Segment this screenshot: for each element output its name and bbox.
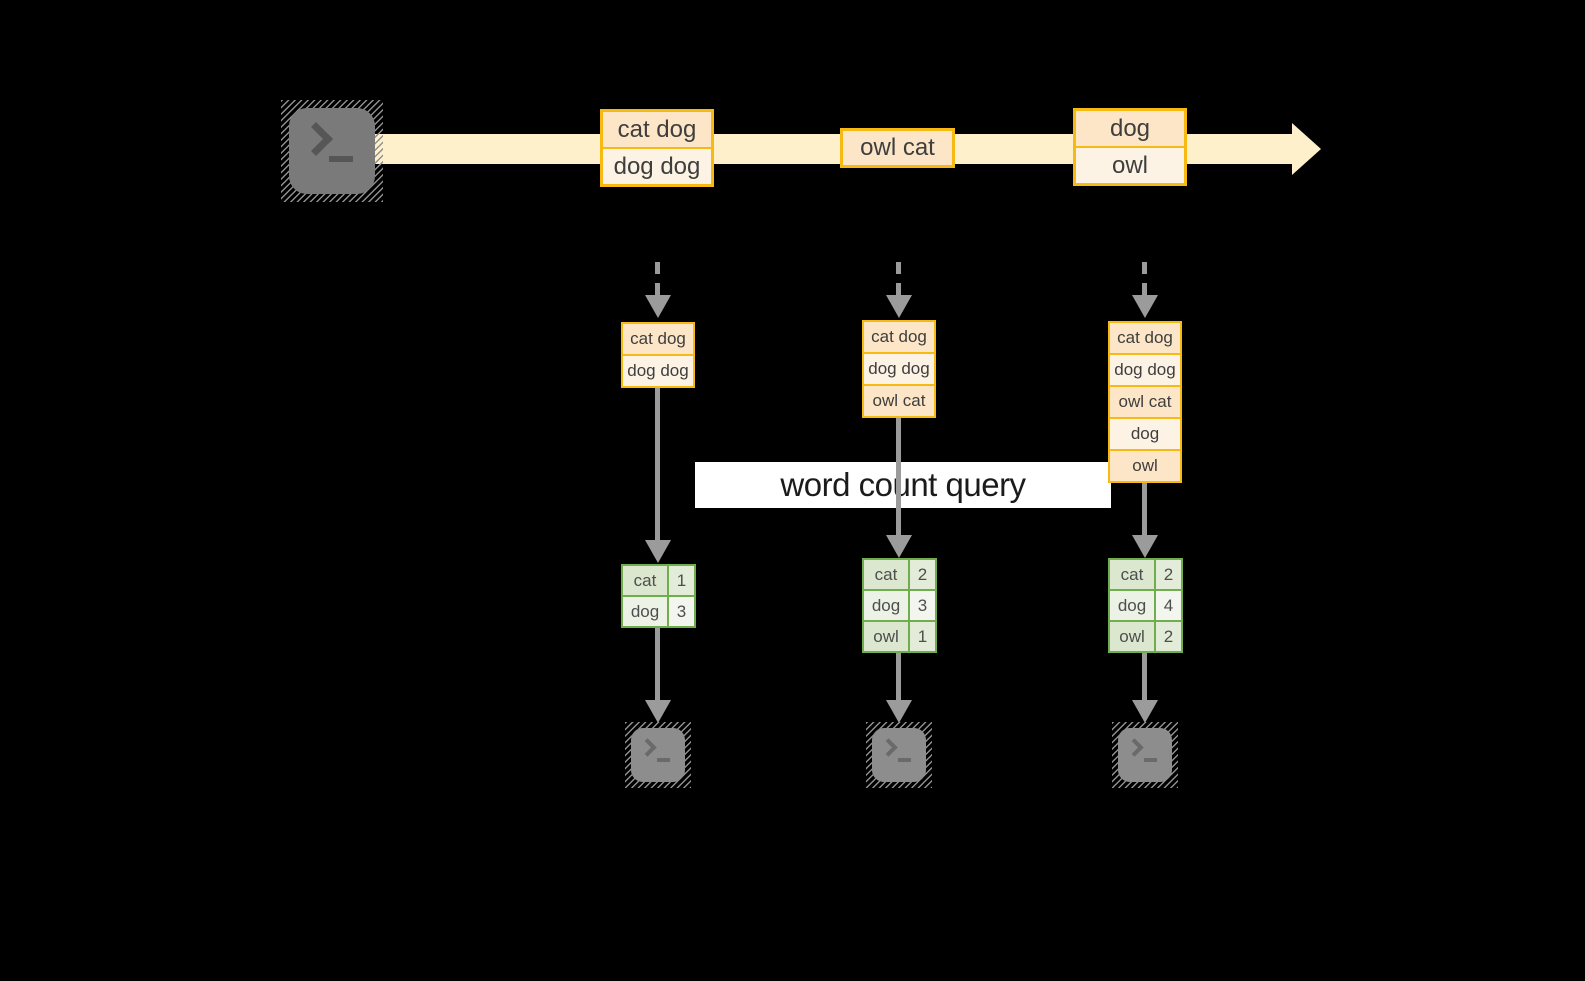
table-row: owl 2 (1110, 620, 1181, 651)
source-terminal-icon (281, 100, 383, 202)
count-value-cell: 4 (1154, 591, 1181, 620)
count-value-cell: 1 (667, 566, 694, 595)
query-banner: word count query (695, 462, 1111, 508)
sink-terminal-icon (866, 722, 932, 788)
count-table-2: cat 2 dog 3 owl 1 (862, 558, 937, 653)
table-row: dog 4 (1110, 589, 1181, 620)
buffer-cell: cat dog (1110, 323, 1180, 353)
stream-record: cat dog (603, 112, 711, 147)
count-word-cell: dog (1110, 591, 1154, 620)
buffer-cell: dog dog (1110, 353, 1180, 385)
buffer-cell: dog (1110, 417, 1180, 449)
sink-terminal-icon (1112, 722, 1178, 788)
count-value-cell: 3 (908, 591, 935, 620)
dashed-arrow-head-icon (886, 295, 912, 318)
count-table-3: cat 2 dog 4 owl 2 (1108, 558, 1183, 653)
count-value-cell: 3 (667, 597, 694, 626)
count-value-cell: 2 (908, 560, 935, 589)
prompt-chevron-icon (298, 121, 333, 156)
sink-terminal-icon (625, 722, 691, 788)
arrow-line (896, 653, 901, 702)
table-row: dog 3 (623, 595, 694, 626)
dashed-arrow-line (1142, 262, 1147, 298)
table-row: cat 2 (1110, 560, 1181, 589)
count-word-cell: cat (623, 566, 667, 595)
arrow-head-icon (1132, 535, 1158, 558)
prompt-underscore-icon (897, 758, 911, 763)
buffer-cell: cat dog (623, 324, 693, 354)
arrow-head-icon (645, 700, 671, 723)
arrow-head-icon (1132, 700, 1158, 723)
buffer-cell: dog dog (623, 354, 693, 386)
count-value-cell: 2 (1154, 560, 1181, 589)
count-word-cell: cat (1110, 560, 1154, 589)
stream-event-3: dog owl (1073, 108, 1187, 186)
table-row: owl 1 (864, 620, 935, 651)
table-row: dog 3 (864, 589, 935, 620)
arrow-head-icon (645, 540, 671, 563)
stream-record: owl (1076, 146, 1184, 183)
arrow-head-icon (886, 535, 912, 558)
prompt-underscore-icon (1143, 758, 1157, 763)
count-word-cell: dog (864, 591, 908, 620)
buffer-2: cat dog dog dog owl cat (862, 320, 936, 418)
terminal-body (289, 108, 375, 194)
arrow-line (1142, 483, 1147, 536)
stream-arrowhead-icon (1292, 123, 1321, 175)
buffer-cell: owl (1110, 449, 1180, 481)
terminal-body (1118, 728, 1172, 782)
dashed-arrow-line (655, 262, 660, 298)
prompt-underscore-icon (656, 758, 670, 763)
count-word-cell: dog (623, 597, 667, 626)
count-word-cell: cat (864, 560, 908, 589)
buffer-1: cat dog dog dog (621, 322, 695, 388)
prompt-chevron-icon (638, 738, 657, 757)
terminal-body (631, 728, 685, 782)
stream-event-1: cat dog dog dog (600, 109, 714, 187)
buffer-cell: dog dog (864, 352, 934, 384)
prompt-chevron-icon (1125, 738, 1144, 757)
arrow-line (655, 388, 660, 540)
terminal-body (872, 728, 926, 782)
buffer-cell: cat dog (864, 322, 934, 352)
stream-record: dog (1076, 111, 1184, 146)
stream-record: owl cat (843, 131, 952, 165)
dashed-arrow-head-icon (645, 295, 671, 318)
stream-event-2: owl cat (840, 128, 955, 168)
buffer-cell: owl cat (864, 384, 934, 416)
count-table-1: cat 1 dog 3 (621, 564, 696, 628)
count-value-cell: 2 (1154, 622, 1181, 651)
count-word-cell: owl (864, 622, 908, 651)
prompt-chevron-icon (879, 738, 898, 757)
arrow-line (896, 418, 901, 536)
table-row: cat 1 (623, 566, 694, 595)
dashed-arrow-head-icon (1132, 295, 1158, 318)
arrow-line (655, 628, 660, 702)
dashed-arrow-line (896, 262, 901, 298)
buffer-3: cat dog dog dog owl cat dog owl (1108, 321, 1182, 483)
prompt-underscore-icon (329, 156, 354, 163)
arrow-head-icon (886, 700, 912, 723)
table-row: cat 2 (864, 560, 935, 589)
buffer-cell: owl cat (1110, 385, 1180, 417)
stream-record: dog dog (603, 147, 711, 184)
arrow-line (1142, 653, 1147, 702)
count-value-cell: 1 (908, 622, 935, 651)
count-word-cell: owl (1110, 622, 1154, 651)
